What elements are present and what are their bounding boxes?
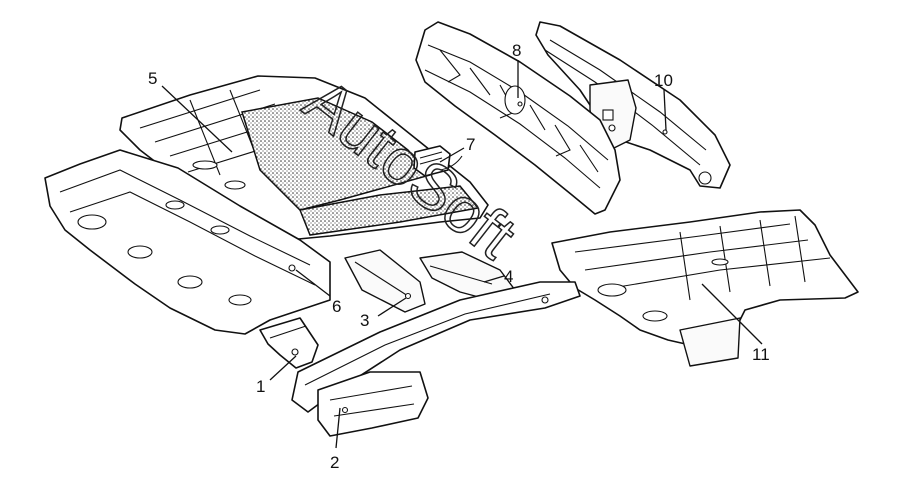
leader-10 [663,89,667,131]
small-bracket [413,145,463,177]
leader-11 [701,283,763,345]
callout-7: 7 [466,135,475,154]
leader-2 [335,407,341,449]
callout-3: 3 [360,311,369,330]
rear-panel [415,21,621,215]
callout-6: 6 [332,297,341,316]
callout-8: 8 [512,41,521,60]
callout-5: 5 [148,69,157,88]
leader-7 [439,147,465,163]
leader-4 [483,275,505,283]
callout-1: 1 [256,377,265,396]
callout-4: 4 [504,267,513,286]
callout-2: 2 [330,453,339,472]
leader-3 [377,297,407,317]
callout-10: 10 [654,71,673,90]
left-side-member [259,317,319,369]
leader-6 [295,269,331,297]
longitudinal-rail [291,281,581,437]
callout-labels: 1 2 3 4 5 6 7 8 10 11 [148,41,770,472]
leader-5 [161,85,233,153]
callout-11: 11 [752,345,770,364]
front-floor-panel [44,149,331,335]
center-reinforcement [344,249,426,313]
leader-lines [161,60,763,449]
rear-floor-panel [551,209,859,367]
leader-1 [269,355,297,381]
